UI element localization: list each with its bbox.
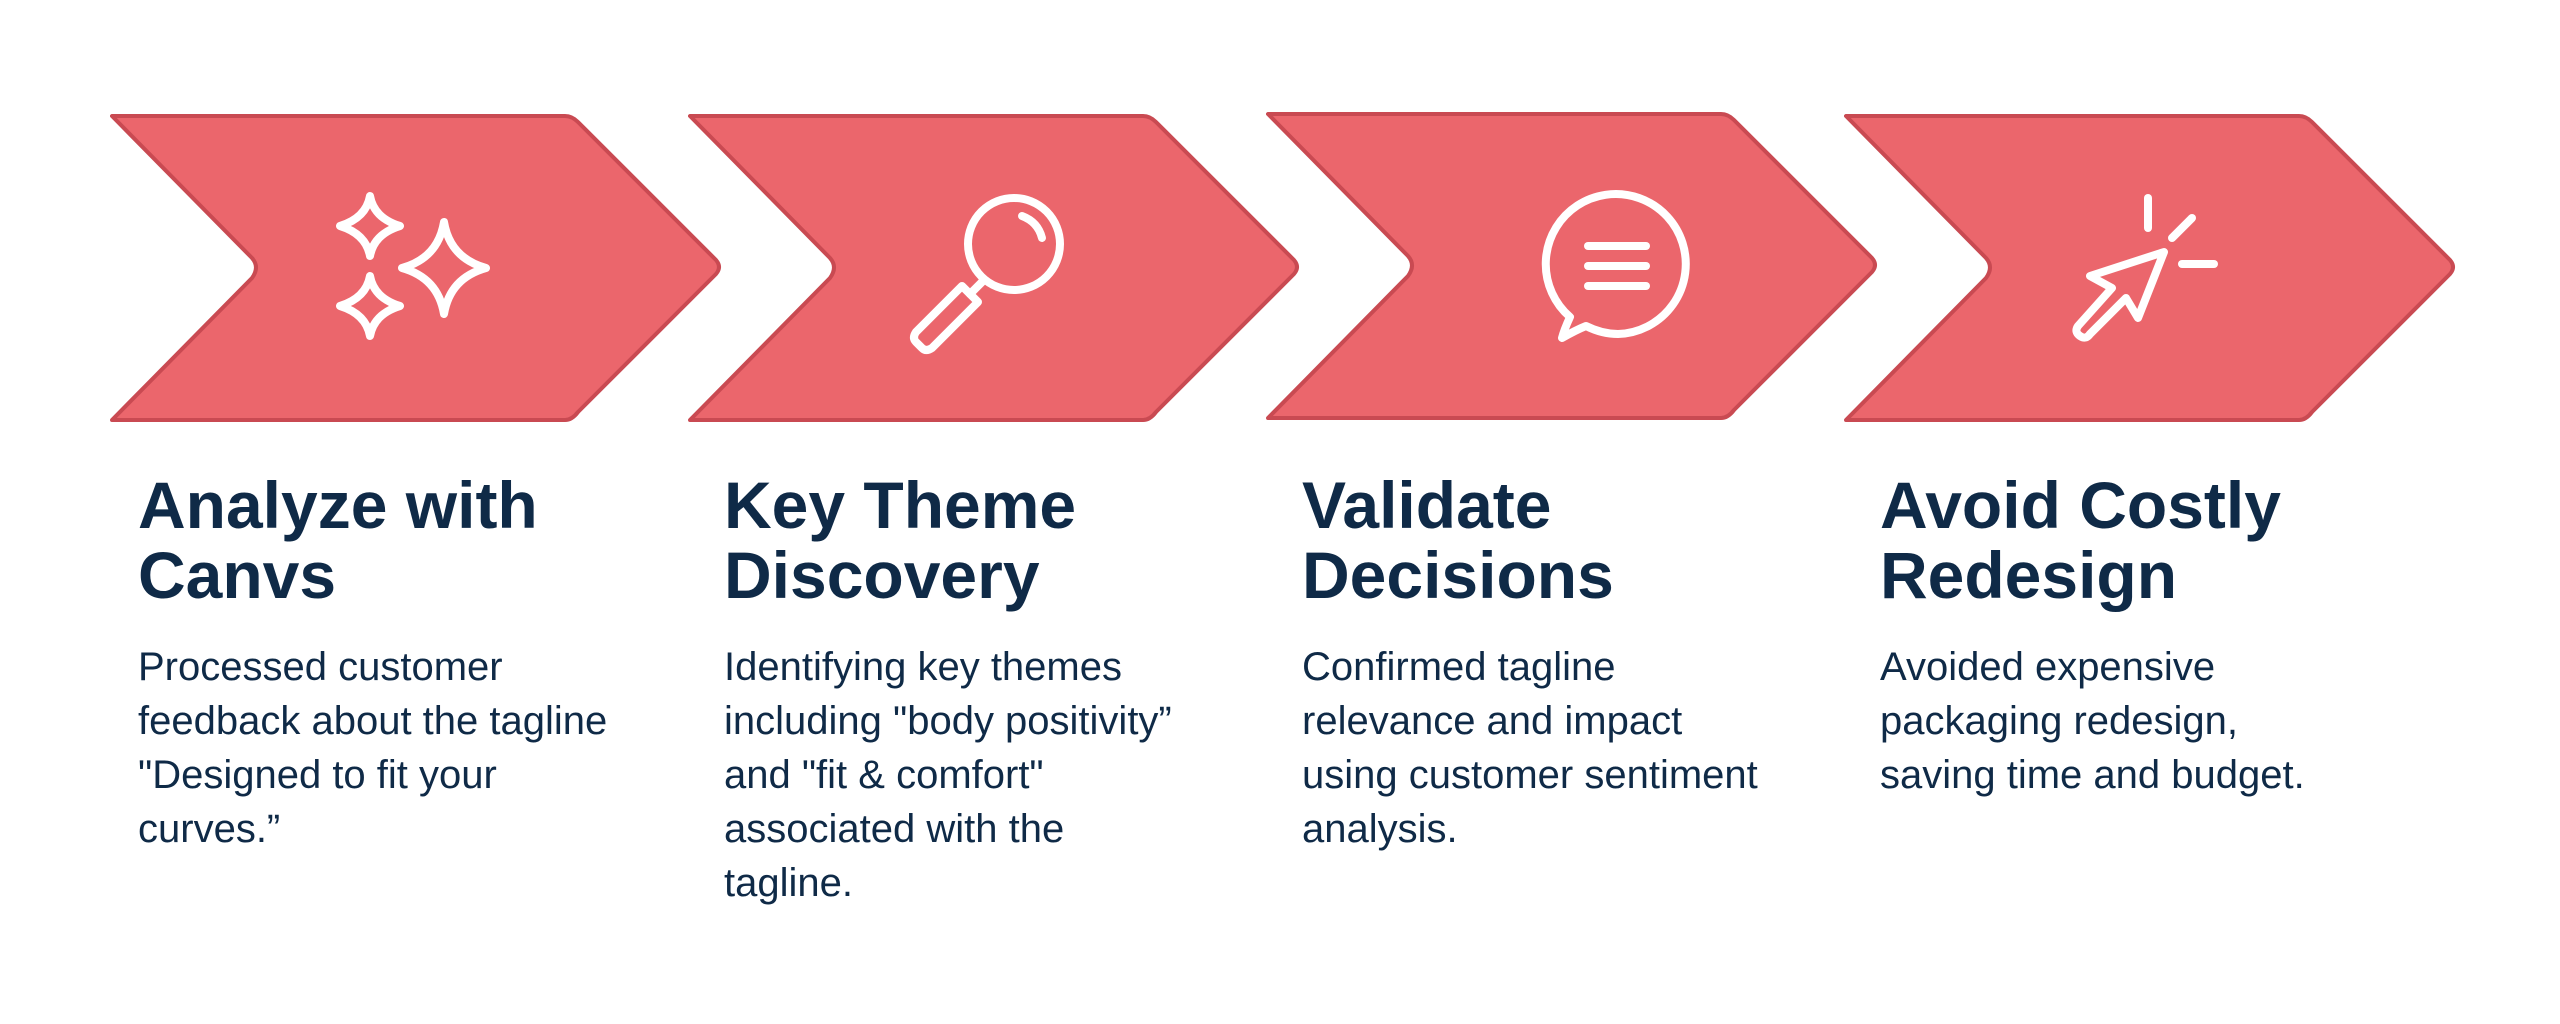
chevron-shape [1844,114,2455,422]
step-description: Confirmed tagline relevance and impact u… [1302,645,1758,851]
chevron-shape [688,114,1299,422]
step-text-block: Avoid Costly Redesign Avoided expensive … [1880,470,2350,802]
cursor-click-icon [2072,194,2218,342]
step-title: Analyze with Canvs [138,468,538,612]
step-description: Avoided expensive packaging redesign, sa… [1880,645,2305,797]
process-step-validate: Validate Decisions Confirmed tagline rel… [1266,0,1886,1024]
process-step-discovery: Key Theme Discovery Identifying key them… [688,0,1308,1024]
chevron-arrow-1 [110,0,730,440]
step-title: Key Theme Discovery [724,468,1077,612]
step-text-block: Validate Decisions Confirmed tagline rel… [1302,470,1772,856]
process-step-avoid-redesign: Avoid Costly Redesign Avoided expensive … [1844,0,2464,1024]
chevron-arrow-4 [1844,0,2464,440]
chat-bubble-icon [1541,190,1690,342]
step-description: Identifying key themes including "body p… [724,645,1172,905]
magnifying-glass-icon [910,194,1064,354]
chevron-shape [110,114,721,422]
step-text-block: Analyze with Canvs Processed customer fe… [138,470,608,856]
step-text-block: Key Theme Discovery Identifying key them… [724,470,1194,910]
step-title: Validate Decisions [1302,468,1614,612]
sparkles-icon [336,192,490,340]
process-step-analyze: Analyze with Canvs Processed customer fe… [110,0,730,1024]
chevron-arrow-3 [1266,0,1886,440]
chevron-shape [1266,112,1877,420]
chevron-arrow-2 [688,0,1308,440]
step-description: Processed customer feedback about the ta… [138,645,608,851]
step-title: Avoid Costly Redesign [1880,468,2281,612]
